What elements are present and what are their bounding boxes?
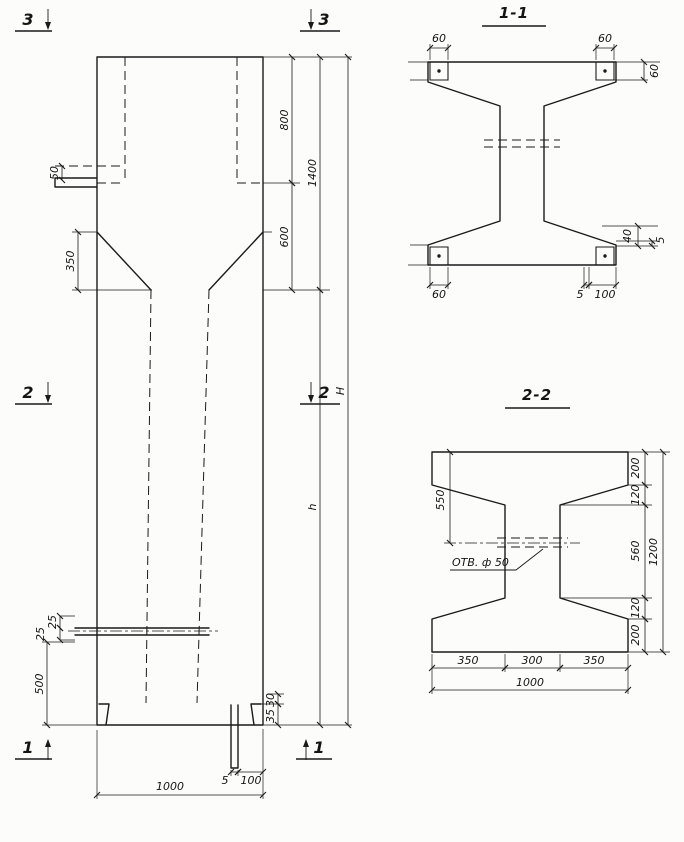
section-mark-underlines [15, 30, 340, 760]
section-marks: 3 3 2 2 1 1 [15, 9, 340, 760]
section-1-1-web-hidden [484, 139, 560, 148]
dim-edge-40: 40 [621, 229, 634, 243]
dim-gap-5: 5 [577, 288, 584, 301]
mark-1-left: 1 [22, 738, 33, 757]
dim-width-1000: 1000 [516, 676, 544, 689]
dim-haunch-bottom-120: 120 [629, 598, 642, 619]
anchor-dot [437, 69, 441, 73]
dim-plate-tr-60: 60 [598, 32, 612, 45]
dim-haunch-top-120: 120 [629, 485, 642, 506]
dim-middle-300: 300 [522, 654, 543, 667]
hole-label: ОТВ. ф 50 [452, 556, 509, 569]
dim-h: h [306, 503, 319, 510]
anchor-dot [437, 254, 441, 258]
dim-left-350: 350 [458, 654, 479, 667]
section-1-1-extension-lines [408, 44, 660, 289]
dim-base-100: 100 [241, 774, 262, 787]
mark-3-left: 3 [22, 10, 33, 29]
hole-leader-line [450, 548, 544, 571]
dim-plate-25-upper: 25 [46, 615, 59, 629]
elevation-view: 350 50 25 25 500 800 600 1400 h H 1000 5… [15, 9, 352, 799]
dim-taper-350: 350 [64, 251, 77, 272]
section-1-1-view: 1-1 60 60 60 60 5 100 40 5 [408, 4, 667, 301]
mark-1-right: 1 [313, 738, 324, 757]
column-hidden-lines [55, 57, 263, 704]
column-outline [54, 56, 264, 769]
dim-foot-35: 35 [264, 709, 277, 723]
section-2-2-outline [431, 451, 629, 653]
mark-2-left: 2 [22, 383, 33, 402]
dim-flange-bottom-200: 200 [629, 625, 642, 646]
dim-plate-bl-60: 60 [432, 288, 446, 301]
mark-3-right: 3 [318, 10, 329, 29]
section-2-2-title: 2-2 [522, 386, 552, 404]
dim-plate-tl-60: 60 [432, 32, 446, 45]
dim-foot-30: 30 [264, 693, 277, 707]
mark-2-right: 2 [318, 383, 329, 402]
dim-width-1000: 1000 [156, 780, 184, 793]
dim-console-50: 50 [48, 166, 61, 180]
dim-plate-25-lower: 25 [34, 627, 47, 641]
dim-hole-offset-550: 550 [434, 490, 447, 511]
dim-600: 600 [278, 227, 291, 248]
anchor-dot [603, 254, 607, 258]
dim-web-560: 560 [629, 541, 642, 562]
dim-right-350: 350 [584, 654, 605, 667]
section-2-2-view: 2-2 550 200 120 560 120 200 1200 350 300… [428, 386, 670, 694]
dim-plate-br-100: 100 [595, 288, 616, 301]
anchor-dot [603, 69, 607, 73]
dim-800: 800 [278, 110, 291, 131]
dim-plate-right-60: 60 [648, 64, 661, 78]
dim-foot-500: 500 [33, 674, 46, 695]
dim-H: H [334, 387, 347, 395]
dim-overall-1200: 1200 [647, 538, 660, 566]
dim-1400: 1400 [306, 159, 319, 187]
section-1-1-title: 1-1 [499, 4, 529, 22]
dim-flange-top-200: 200 [629, 458, 642, 479]
section-1-1-outline [427, 61, 617, 266]
dim-base-5: 5 [222, 774, 229, 787]
dim-edge-5: 5 [654, 237, 667, 244]
section-2-2-extension-lines [431, 451, 670, 694]
hole-hidden-lines [497, 537, 568, 548]
